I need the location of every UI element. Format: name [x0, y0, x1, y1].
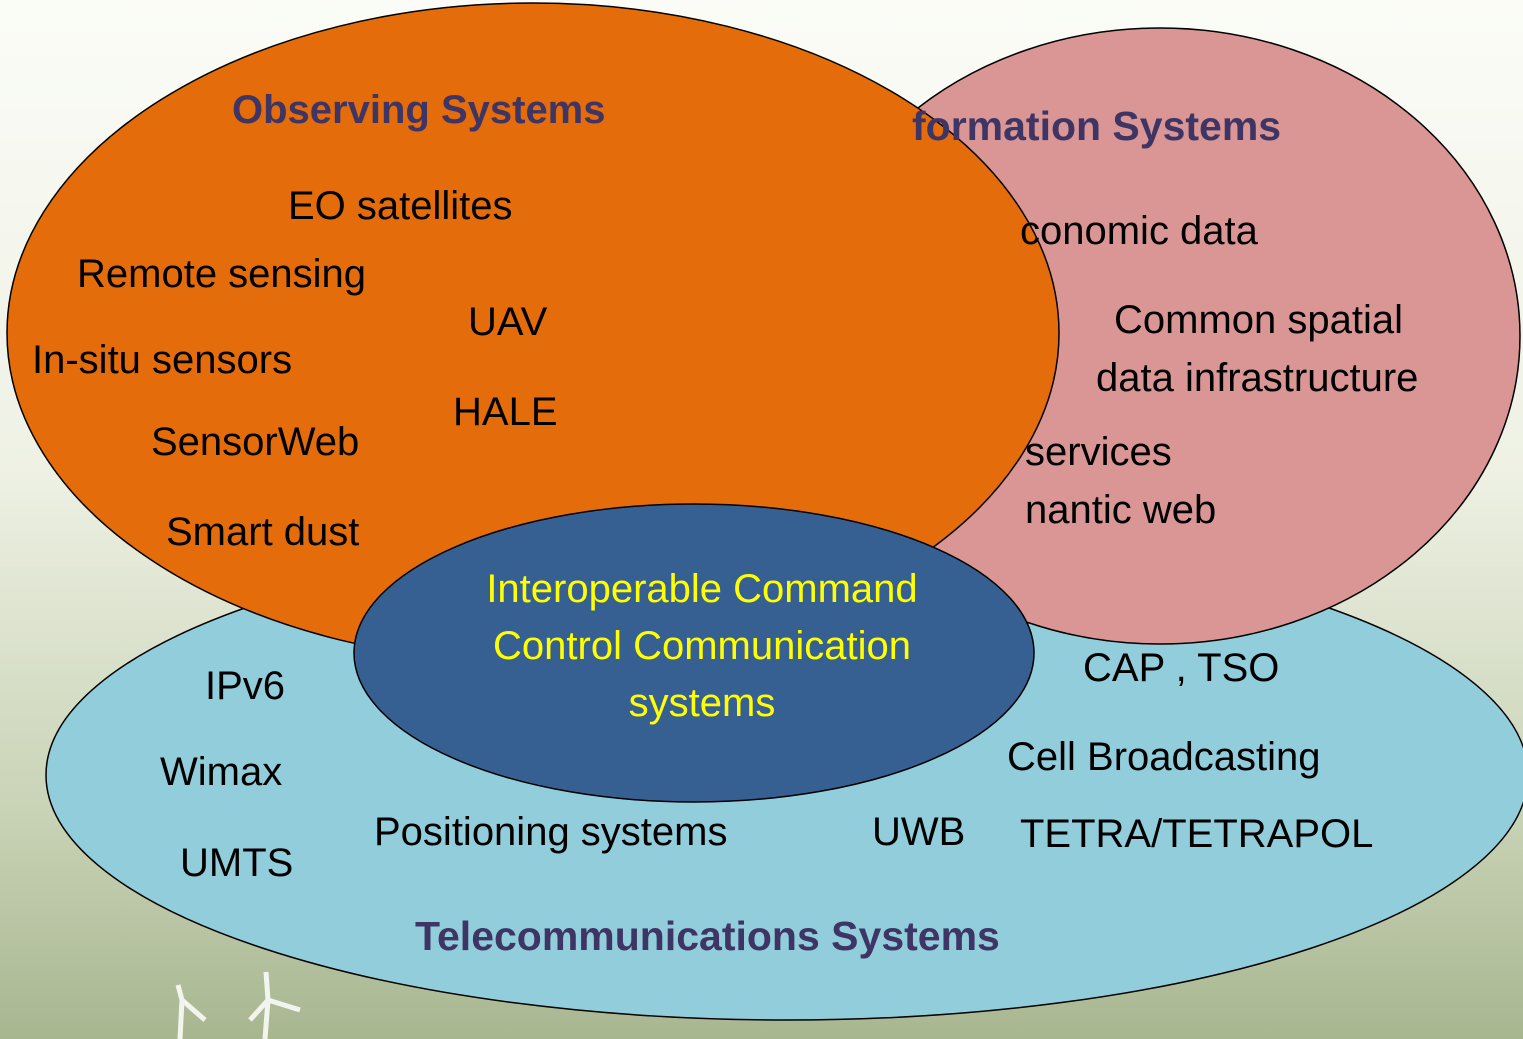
telecom-item-tetra-tetrapol: TETRA/TETRAPOL — [1020, 812, 1374, 856]
observing-item-smart-dust: Smart dust — [166, 510, 360, 554]
telecom-item-umts: UMTS — [180, 841, 294, 885]
observing-item-in-situ-sensors: In-situ sensors — [32, 338, 293, 382]
telecom-item-cell-broadcasting: Cell Broadcasting — [1007, 735, 1321, 779]
telecom-item-uwb: UWB — [872, 810, 966, 854]
information-item-data-infrastructure: data infrastructure — [1096, 356, 1419, 400]
center-ellipse — [353, 503, 1035, 803]
telecom-item-ipv6: IPv6 — [205, 664, 286, 708]
center-line-1: Interoperable Command — [486, 567, 918, 611]
information-item-services: services — [1025, 430, 1172, 474]
observing-systems-title: Observing Systems — [232, 88, 606, 132]
center-label: Interoperable Command Control Communicat… — [402, 561, 1002, 732]
telecom-item-positioning-systems: Positioning systems — [374, 810, 728, 854]
telecom-item-wimax: Wimax — [160, 750, 283, 794]
center-line-3: systems — [628, 681, 776, 725]
center-line-2: Control Communication — [493, 624, 911, 668]
information-item-common-spatial: Common spatial — [1114, 298, 1404, 342]
information-systems-title: formation Systems — [912, 103, 1282, 149]
telecom-item-cap-tso: CAP , TSO — [1083, 646, 1280, 690]
telecommunications-systems-title: Telecommunications Systems — [415, 913, 1000, 959]
observing-item-eo-satellites: EO satellites — [288, 184, 513, 228]
observing-item-remote-sensing: Remote sensing — [77, 252, 367, 296]
information-item-economic-data: conomic data — [1020, 209, 1258, 253]
information-item-semantic-web: nantic web — [1025, 488, 1217, 532]
observing-item-hale: HALE — [453, 390, 558, 434]
observing-item-sensorweb: SensorWeb — [151, 420, 360, 464]
observing-item-uav: UAV — [468, 300, 548, 344]
